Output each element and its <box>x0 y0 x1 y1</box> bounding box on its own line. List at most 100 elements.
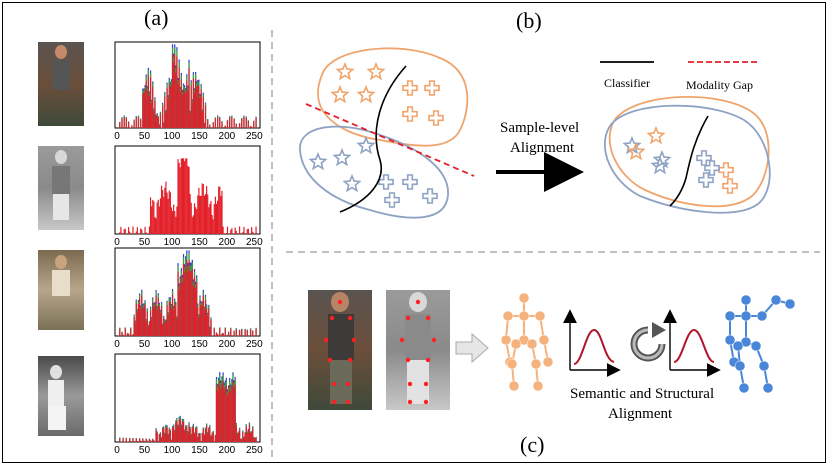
blue-modality-cluster <box>299 125 449 219</box>
joint <box>542 356 554 368</box>
keypoint-dot <box>345 381 351 387</box>
joint <box>740 294 752 306</box>
tick-label: 150 <box>191 339 208 350</box>
panel-a-label: (a) <box>144 5 169 30</box>
keypoint-dot <box>399 337 405 343</box>
cross-marker <box>718 162 734 178</box>
person-thumb-3 <box>38 250 84 330</box>
panel-b-label: (b) <box>516 8 542 33</box>
classifier-boundary-left <box>339 65 407 213</box>
histograms <box>114 41 261 443</box>
histogram-3 <box>114 247 261 337</box>
keypoint-dot <box>407 399 413 405</box>
cross-marker <box>422 188 438 204</box>
tick-label: 150 <box>191 445 208 456</box>
blue-skeleton <box>724 294 796 394</box>
star-marker <box>366 61 386 81</box>
cross-marker <box>378 174 394 190</box>
keypoint-dot <box>337 299 343 305</box>
keypoint-dot <box>327 357 333 363</box>
tick-label: 0 <box>114 131 120 142</box>
star-marker <box>330 84 350 104</box>
star-marker <box>332 147 352 167</box>
joint <box>770 294 782 306</box>
ir-person-image <box>386 290 450 410</box>
star-marker <box>335 61 355 81</box>
histogram-4 <box>114 353 261 443</box>
joint <box>502 310 514 322</box>
joint <box>530 358 542 370</box>
tick-label: 250 <box>246 445 263 456</box>
tick-label: 100 <box>164 445 181 456</box>
tick-label: 100 <box>164 339 181 350</box>
person-thumb-4 <box>38 356 84 436</box>
joint <box>526 338 538 350</box>
keypoint-dot <box>405 315 411 321</box>
cross-marker <box>722 178 738 194</box>
keypoints <box>323 299 437 405</box>
left-markers <box>308 61 444 208</box>
star-marker <box>356 84 376 104</box>
keypoint-dot <box>423 381 429 387</box>
classifier-boundary-right <box>669 115 709 207</box>
joint <box>724 334 736 346</box>
keypoint-dot <box>331 381 337 387</box>
tick-label: 250 <box>246 131 263 142</box>
tick-label: 200 <box>219 445 236 456</box>
orange-skeleton <box>500 292 554 392</box>
person-thumb-1 <box>38 42 84 126</box>
tick-label: 0 <box>114 445 120 456</box>
keypoint-dot <box>331 399 337 405</box>
cross-marker <box>402 80 418 96</box>
cross-marker <box>402 174 418 190</box>
person-thumb-2 <box>38 146 84 230</box>
tick-label: 100 <box>164 237 181 248</box>
joint <box>740 310 752 322</box>
semantic-structural-label: Semantic and Structural <box>570 386 715 402</box>
keypoint-dot <box>415 299 421 305</box>
joint <box>518 310 530 322</box>
histogram-2 <box>114 145 261 235</box>
hollow-arrow <box>455 332 489 364</box>
joint <box>750 340 762 352</box>
keypoint-dot <box>405 357 411 363</box>
joint <box>518 292 530 304</box>
orange-modality-cluster <box>317 47 469 147</box>
keypoint-dot <box>431 337 437 343</box>
distribution-plot-right <box>663 309 721 377</box>
joint <box>506 358 518 370</box>
tick-label: 50 <box>139 445 151 456</box>
cross-marker <box>424 80 440 96</box>
alignment-c-label: Alignment <box>608 406 673 422</box>
aligned-clusters <box>604 95 771 214</box>
cross-marker <box>698 172 714 188</box>
histogram-1 <box>114 41 261 129</box>
joint <box>756 310 768 322</box>
keypoint-dot <box>323 337 329 343</box>
tick-label: 150 <box>191 131 208 142</box>
keypoint-dot <box>347 357 353 363</box>
cross-marker <box>384 192 400 208</box>
keypoint-dot <box>425 357 431 363</box>
tick-label: 50 <box>139 131 151 142</box>
joint <box>510 338 522 350</box>
rgb-person-image <box>308 290 372 410</box>
cross-marker <box>704 160 720 176</box>
joint <box>738 382 750 394</box>
star-marker <box>646 125 666 145</box>
panel-c-label: (c) <box>520 432 545 457</box>
tick-label: 200 <box>219 237 236 248</box>
joint <box>532 380 544 392</box>
joint <box>508 380 520 392</box>
cross-marker <box>428 110 444 126</box>
keypoint-dot <box>407 381 413 387</box>
sample-level-label: Sample-level <box>500 120 580 136</box>
joint <box>784 298 796 310</box>
star-marker <box>342 173 362 193</box>
star-marker <box>650 155 670 175</box>
keypoint-dot <box>345 399 351 405</box>
keypoint-dot <box>347 315 353 321</box>
